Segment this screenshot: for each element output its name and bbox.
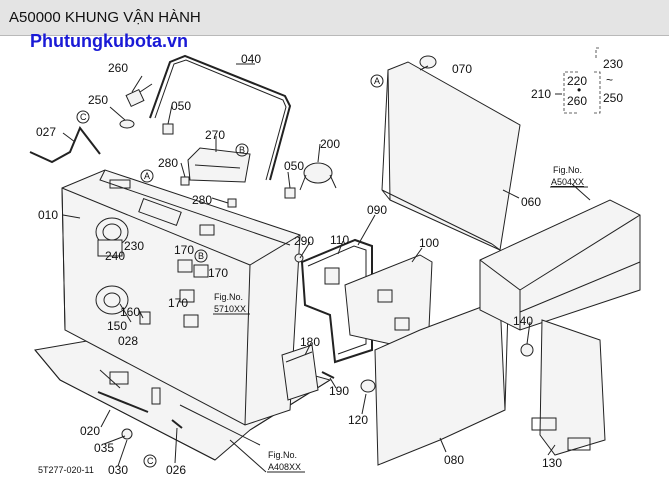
site-watermark: Phutungkubota.vn: [30, 31, 188, 51]
part-label-026: 026: [166, 463, 186, 477]
ref-marker-b-top: B: [239, 145, 245, 155]
part-label-030: 030: [108, 463, 128, 477]
part-label-140: 140: [513, 314, 533, 328]
part-label-130: 130: [542, 456, 562, 470]
part-label-070: 070: [452, 62, 472, 76]
legend-tilde: ~: [606, 73, 613, 87]
fig-ref-title-a408: Fig.No.: [268, 450, 297, 460]
part-label-028-main: 028: [118, 334, 138, 348]
part-label-240: 240: [105, 249, 125, 263]
part-label-180: 180: [300, 335, 320, 349]
parts-diagram: 260 250 027 010 040 050 270 280 280 050 …: [29, 47, 641, 477]
ref-marker-a-right: A: [374, 76, 380, 86]
bracket-130: [531, 319, 606, 456]
part-label-027: 027: [36, 125, 56, 139]
knob-070: [419, 55, 437, 69]
part-label-170b: 170: [208, 266, 228, 280]
fig-ref-code-a408: A408XX: [268, 462, 301, 472]
bolt-190: [321, 371, 376, 393]
ref-marker-a-left: A: [144, 171, 150, 181]
part-label-050a: 050: [171, 99, 191, 113]
legend-alt-top: 230: [603, 57, 623, 71]
legend-upper: 220: [567, 74, 587, 88]
relay-200: [299, 162, 337, 191]
part-label-190: 190: [329, 384, 349, 398]
part-label-160: 160: [120, 305, 140, 319]
legend-parent: 210: [531, 87, 551, 101]
ref-marker-c-bottom: C: [147, 456, 154, 466]
hook-027: [29, 126, 101, 164]
part-label-230: 230: [124, 239, 144, 253]
part-label-250: 250: [88, 93, 108, 107]
bottom-hardware: [97, 387, 183, 440]
panel-080: [374, 299, 509, 466]
cover-270: [187, 147, 251, 183]
part-label-035: 035: [94, 441, 114, 455]
legend-alt-bottom: 250: [603, 91, 623, 105]
part-label-010: 010: [38, 208, 58, 222]
part-label-080: 080: [444, 453, 464, 467]
gauge-assembly: [95, 217, 129, 257]
part-labels: 260 250 027 010 040 050 270 280 280 050 …: [36, 52, 562, 477]
legend-lower: 260: [567, 94, 587, 108]
ref-marker-c-top: C: [80, 112, 87, 122]
part-label-090: 090: [367, 203, 387, 217]
fig-ref-code-5710: 5710XX: [214, 304, 246, 314]
bolt-140: [520, 343, 534, 357]
ref-marker-b-mid: B: [198, 251, 204, 261]
fig-ref-title-5710: Fig.No.: [214, 292, 243, 302]
part-label-170c: 170: [168, 296, 188, 310]
box-180: [281, 344, 319, 401]
part-label-200: 200: [320, 137, 340, 151]
key-switch: [119, 83, 153, 129]
panel-060: [381, 61, 521, 251]
part-label-110: 110: [330, 233, 349, 247]
meter-assembly: [95, 285, 151, 325]
switch-cluster: [177, 259, 209, 328]
part-label-280b: 280: [192, 193, 212, 207]
legend-dot: •: [577, 83, 581, 97]
part-label-050b: 050: [284, 159, 304, 173]
ref-markers: C A B B A C: [76, 74, 384, 468]
part-label-150: 150: [107, 319, 127, 333]
part-label-290: 290: [294, 234, 314, 248]
part-label-040: 040: [241, 52, 261, 66]
frame-a504: [479, 199, 641, 331]
fig-ref-title-a504: Fig.No.: [553, 165, 582, 175]
part-label-020: 020: [80, 424, 100, 438]
part-label-270: 270: [205, 128, 225, 142]
part-label-100: 100: [419, 236, 439, 250]
part-label-260: 260: [108, 61, 128, 75]
handle-040: [149, 54, 292, 181]
drawing-code: 5T277-020-11: [38, 465, 94, 475]
part-label-060: 060: [521, 195, 541, 209]
group-legend: 210 220 • 260 230 ~ 250: [531, 47, 623, 114]
part-label-120: 120: [348, 413, 368, 427]
page-title: A50000 KHUNG VẬN HÀNH: [9, 9, 201, 26]
part-label-170a: 170: [174, 243, 194, 257]
fig-refs: Fig.No. A504XX Fig.No. 5710XX Fig.No. A4…: [213, 165, 588, 473]
fig-ref-code-a504: A504XX: [551, 177, 584, 187]
header-bar: A50000 KHUNG VẬN HÀNH: [0, 0, 669, 36]
part-label-280a: 280: [158, 156, 178, 170]
